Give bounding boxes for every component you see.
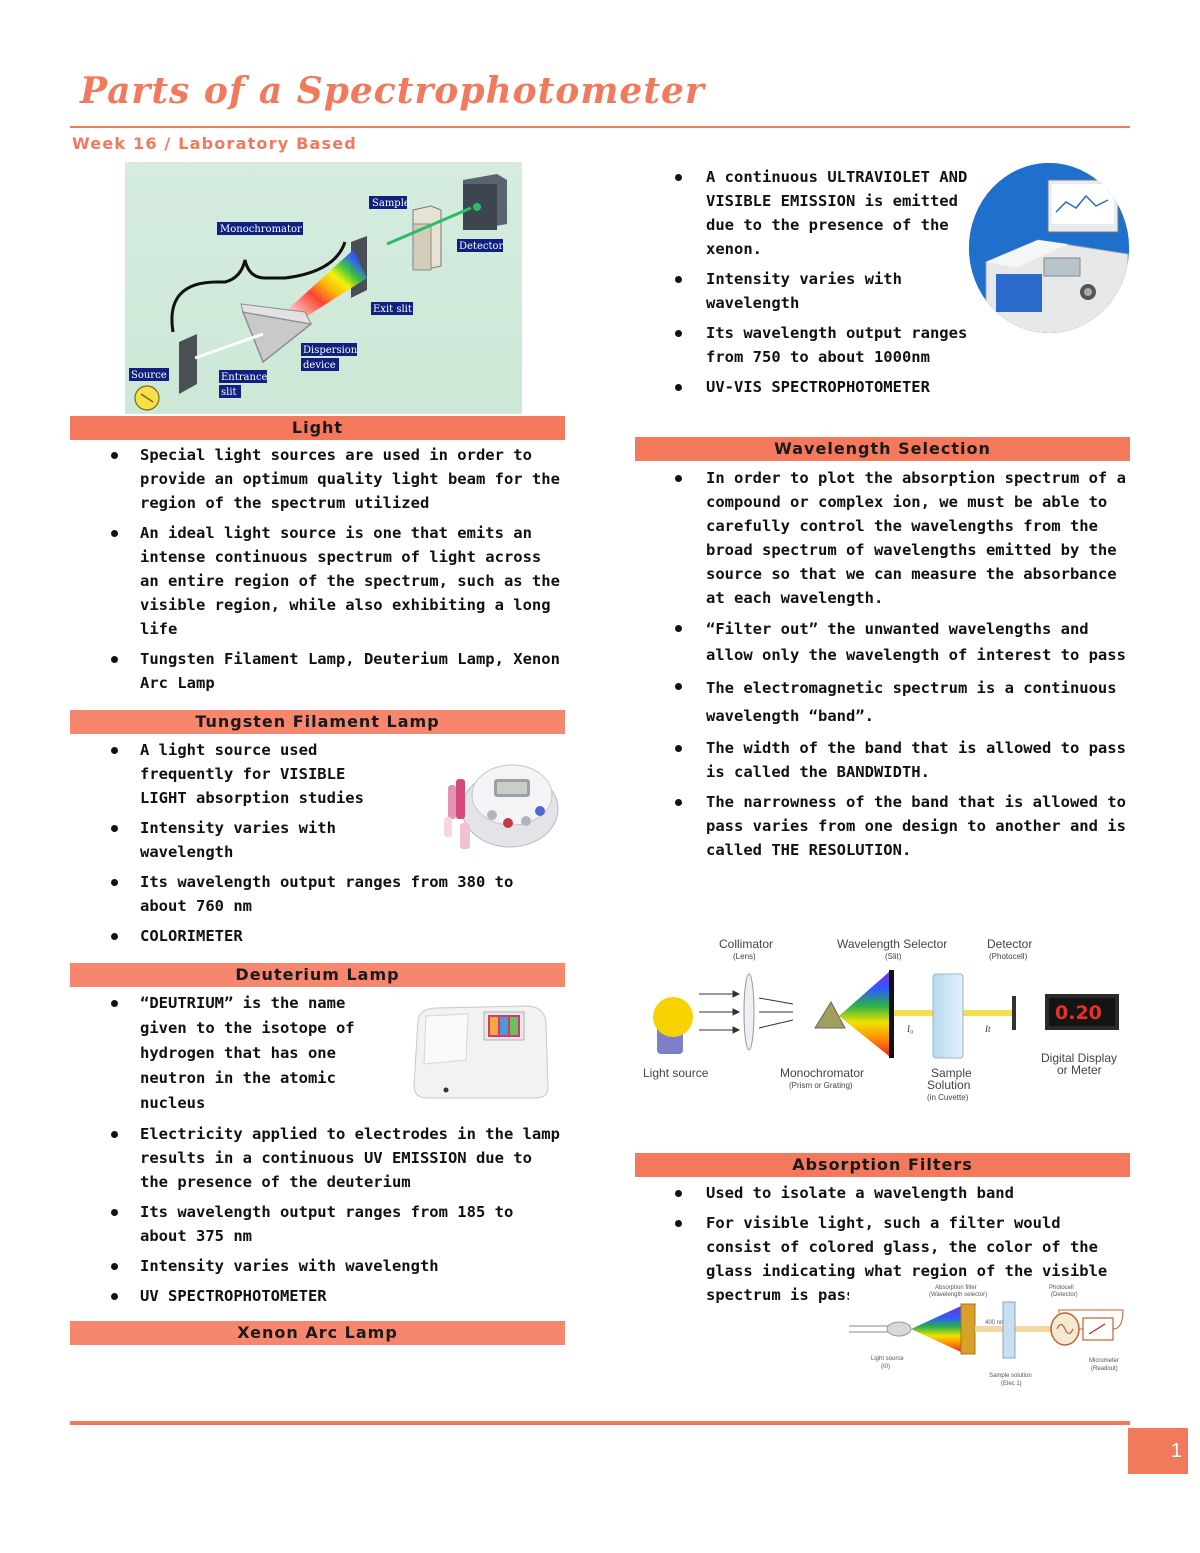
label-light-source: Light source (871, 1356, 904, 1362)
label-solution-sub: (in Cuvette) (927, 1093, 969, 1102)
label-selector-sub: (Slit) (885, 952, 902, 961)
list-item: “Filter out” the unwanted wavelengths an… (635, 616, 1130, 668)
colorimeter-image (442, 745, 562, 855)
absorption-filter-diagram: Absorption filter (Wavelength selector) … (849, 1280, 1130, 1408)
page-title: Parts of a Spectrophotometer (80, 70, 705, 112)
uv-vis-spectrophotometer-image (968, 162, 1130, 334)
list-item: An ideal light source is one that emits … (70, 521, 565, 641)
footer-divider (70, 1421, 1130, 1425)
label-absorption-filter: Absorption filter (935, 1285, 977, 1291)
label-it: It (984, 1024, 991, 1034)
page-number: 1 (1128, 1428, 1188, 1474)
list-item: UV SPECTROPHOTOMETER (70, 1284, 565, 1308)
list-item: UV-VIS SPECTROPHOTOMETER (635, 375, 1130, 399)
list-item: COLORIMETER (70, 924, 565, 948)
label-sample: Sample (931, 1066, 972, 1080)
label-device: device (303, 360, 336, 371)
list-item: A continuous ULTRAVIOLET AND VISIBLE EMI… (635, 165, 980, 261)
list-item: Tungsten Filament Lamp, Deuterium Lamp, … (70, 647, 565, 695)
label-collimator-sub: (Lens) (733, 952, 756, 961)
label-i0: I₀ (906, 1024, 913, 1034)
section-heading-light: Light (70, 416, 565, 440)
list-item: Used to isolate a wavelength band (635, 1181, 1130, 1205)
label-photocell: Photocell (1049, 1285, 1074, 1291)
section-heading-xenon: Xenon Arc Lamp (70, 1321, 565, 1345)
deuterium-list: “DEUTRIUM” is the name given to the isot… (70, 991, 565, 1314)
label-source: Source (131, 370, 167, 381)
list-item: The narrowness of the band that is allow… (635, 790, 1130, 862)
label-detector: Detector (987, 937, 1032, 951)
list-item: The electromagnetic spectrum is a contin… (635, 674, 1130, 730)
label-monochromator: Monochromator (780, 1066, 864, 1080)
list-item: Its wavelength output ranges from 185 to… (70, 1200, 565, 1248)
label-wavelength: 400 nm (985, 1320, 1005, 1326)
page-subtitle: Week 16 / Laboratory Based (72, 134, 357, 153)
label-sample: Sample (372, 198, 410, 209)
list-item: A light source used frequently for VISIB… (70, 738, 400, 810)
list-item: In order to plot the absorption spectrum… (635, 466, 1130, 610)
list-item: Electricity applied to electrodes in the… (70, 1122, 565, 1194)
label-photocell-sub: (Detector) (1051, 1292, 1078, 1298)
list-item: Intensity varies with wavelength (635, 267, 935, 315)
spectrophotometer-schematic: Collimator (Lens) Wavelength Selector (S… (635, 932, 1130, 1110)
wavelength-list: In order to plot the absorption spectrum… (635, 466, 1130, 868)
section-heading-wavelength: Wavelength Selection (635, 437, 1130, 461)
label-monochromator: Monochromator (220, 224, 302, 235)
title-divider (70, 126, 1130, 128)
label-absorption-filter-sub: (Wavelength selector) (929, 1292, 987, 1298)
label-collimator: Collimator (719, 937, 773, 951)
list-item: Its wavelength output ranges from 380 to… (70, 870, 565, 918)
label-meter: Micrometer (1089, 1358, 1119, 1364)
label-monochromator-sub: (Prism or Grating) (789, 1081, 853, 1090)
list-item: Special light sources are used in order … (70, 443, 565, 515)
spectrophotometer-diagram: Monochromator Sample Detector Exit slit … (125, 162, 522, 414)
section-heading-deuterium: Deuterium Lamp (70, 963, 565, 987)
section-heading-absorption: Absorption Filters (635, 1153, 1130, 1177)
section-heading-tungsten: Tungsten Filament Lamp (70, 710, 565, 734)
meter-reading: 0.20 (1055, 1002, 1102, 1024)
list-item: For visible light, such a filter would c… (635, 1211, 1125, 1307)
label-solution: Solution (927, 1078, 970, 1092)
label-detector: Detector (459, 241, 504, 252)
list-item: Its wavelength output ranges from 750 to… (635, 321, 975, 369)
xenon-list: A continuous ULTRAVIOLET AND VISIBLE EMI… (635, 165, 1130, 405)
label-entrance: Entrance (221, 372, 268, 383)
label-light-source-sub: (I0) (881, 1364, 890, 1370)
label-sample-solution: Sample solution (989, 1373, 1032, 1379)
label-exit-slit: Exit slit (373, 304, 412, 315)
absorption-list: Used to isolate a wavelength band For vi… (635, 1181, 1130, 1313)
label-dispersion: Dispersion (303, 345, 358, 356)
list-item: Intensity varies with wavelength (70, 1254, 565, 1278)
label-meter: or Meter (1057, 1063, 1102, 1077)
tungsten-list: A light source used frequently for VISIB… (70, 738, 565, 954)
list-item: “DEUTRIUM” is the name given to the isot… (70, 991, 390, 1116)
label-display: Digital Display (1041, 1051, 1117, 1065)
label-light-source: Light source (643, 1066, 709, 1080)
label-slit: slit (221, 387, 237, 398)
label-wavelength-selector: Wavelength Selector (837, 937, 947, 951)
light-list: Special light sources are used in order … (70, 443, 565, 701)
label-meter-sub: (Readout) (1091, 1366, 1118, 1372)
list-item: Intensity varies with wavelength (70, 816, 370, 864)
list-item: The width of the band that is allowed to… (635, 736, 1130, 784)
label-sample-solution-sub: (Elec 1) (1001, 1381, 1022, 1387)
uv-spectrophotometer-image (408, 1000, 554, 1100)
label-detector-sub: (Photocell) (989, 952, 1028, 961)
